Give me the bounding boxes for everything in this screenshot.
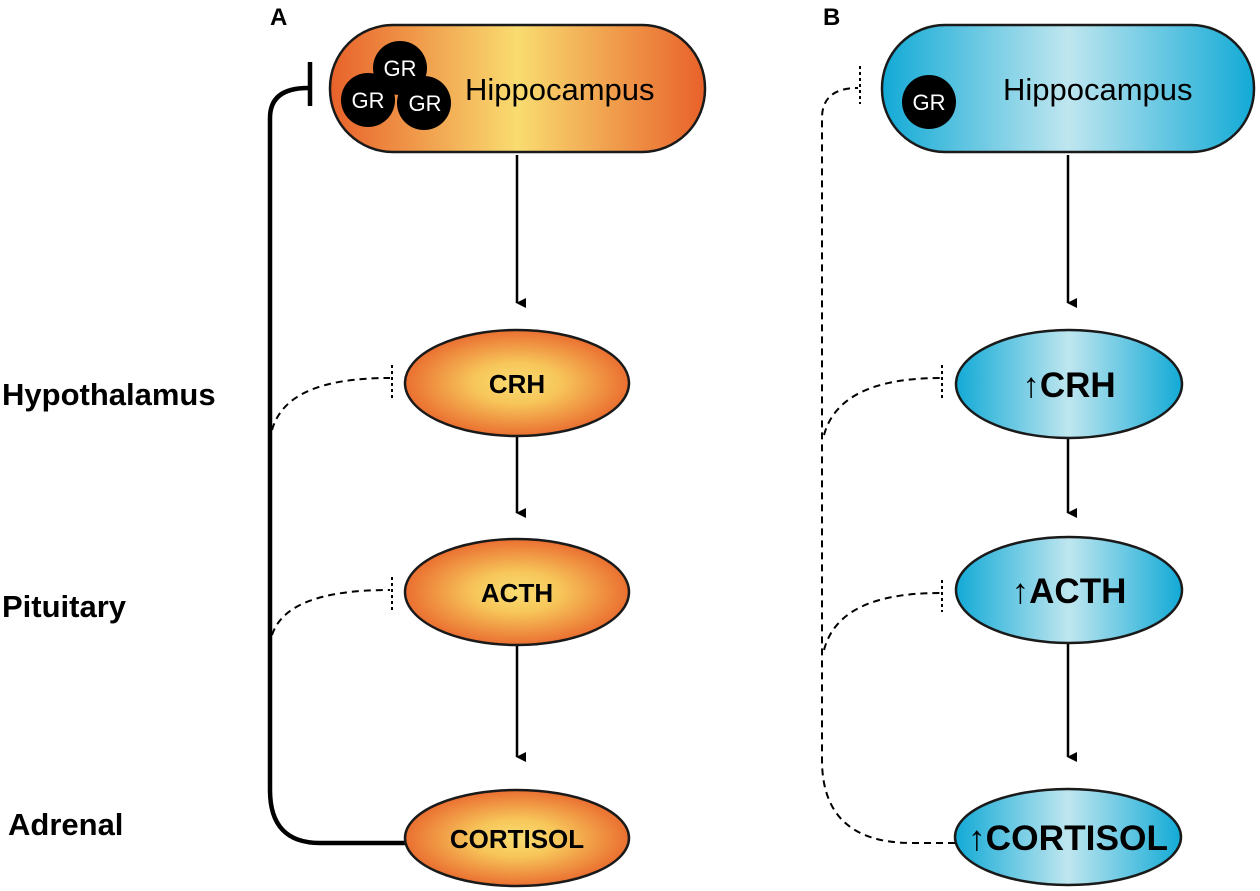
panel-a-cortisol-node: CORTISOL [403, 788, 631, 888]
panel-b-dashed-feedback-acth [823, 592, 941, 651]
panel-a-dashed-feedback-crh [271, 377, 391, 431]
panel-a-gr-label-top: GR [384, 56, 417, 81]
panel-b-dashed-feedback-crh [823, 377, 941, 436]
panel-b-gr-cluster: GR [902, 75, 956, 129]
panel-b-hippocampus-node: Hippocampus [880, 23, 1256, 154]
panel-a-acth-label: ACTH [481, 578, 553, 608]
panel-b-cortisol-node: ↑CORTISOL [953, 787, 1183, 887]
panel-b-dashed-feedback-hippocampus [821, 87, 955, 844]
panel-a-solid-feedback-line [267, 85, 405, 846]
row-label-adrenal: Adrenal [8, 807, 123, 842]
panel-a-cortisol-label: CORTISOL [450, 824, 584, 854]
panel-a-gr-receptor-left [341, 73, 395, 127]
row-label-hypothalamus: Hypothalamus [2, 377, 216, 412]
panel-b-crh-node: ↑CRH [954, 328, 1184, 440]
panel-b-gr-label: GR [913, 90, 946, 115]
panel-b-acth-label: ↑ACTH [1012, 572, 1127, 611]
panel-a-gr-label-right: GR [409, 91, 442, 116]
row-label-pituitary: Pituitary [2, 589, 127, 624]
panel-a-letter: A [270, 4, 287, 31]
panel-a-dashed-feedback-acth [271, 589, 391, 636]
panel-b-hippocampus-label: Hippocampus [1003, 72, 1193, 107]
panel-b: Hippocampus GR ↑CRH ↑ACTH ↑CORTISOL [821, 23, 1256, 887]
panel-a-crh-node: CRH [403, 328, 631, 438]
panel-b-gr-receptor [902, 75, 956, 129]
panel-a-gr-cluster: GR GR GR [341, 41, 451, 130]
panel-b-cortisol-label: ↑CORTISOL [968, 819, 1168, 858]
panel-a-gr-label-left: GR [352, 88, 385, 113]
panel-b-crh-label: ↑CRH [1022, 366, 1115, 405]
panel-b-acth-node: ↑ACTH [954, 535, 1184, 645]
panel-a-crh-label: CRH [489, 369, 545, 399]
panel-a-acth-node: ACTH [403, 537, 631, 647]
panel-a: Hippocampus GR GR GR CRH ACTH CORTISOL [267, 23, 707, 888]
panel-b-letter: B [823, 4, 840, 31]
panel-a-hippocampus-label: Hippocampus [465, 72, 655, 107]
panel-a-gr-receptor-right [397, 76, 451, 130]
